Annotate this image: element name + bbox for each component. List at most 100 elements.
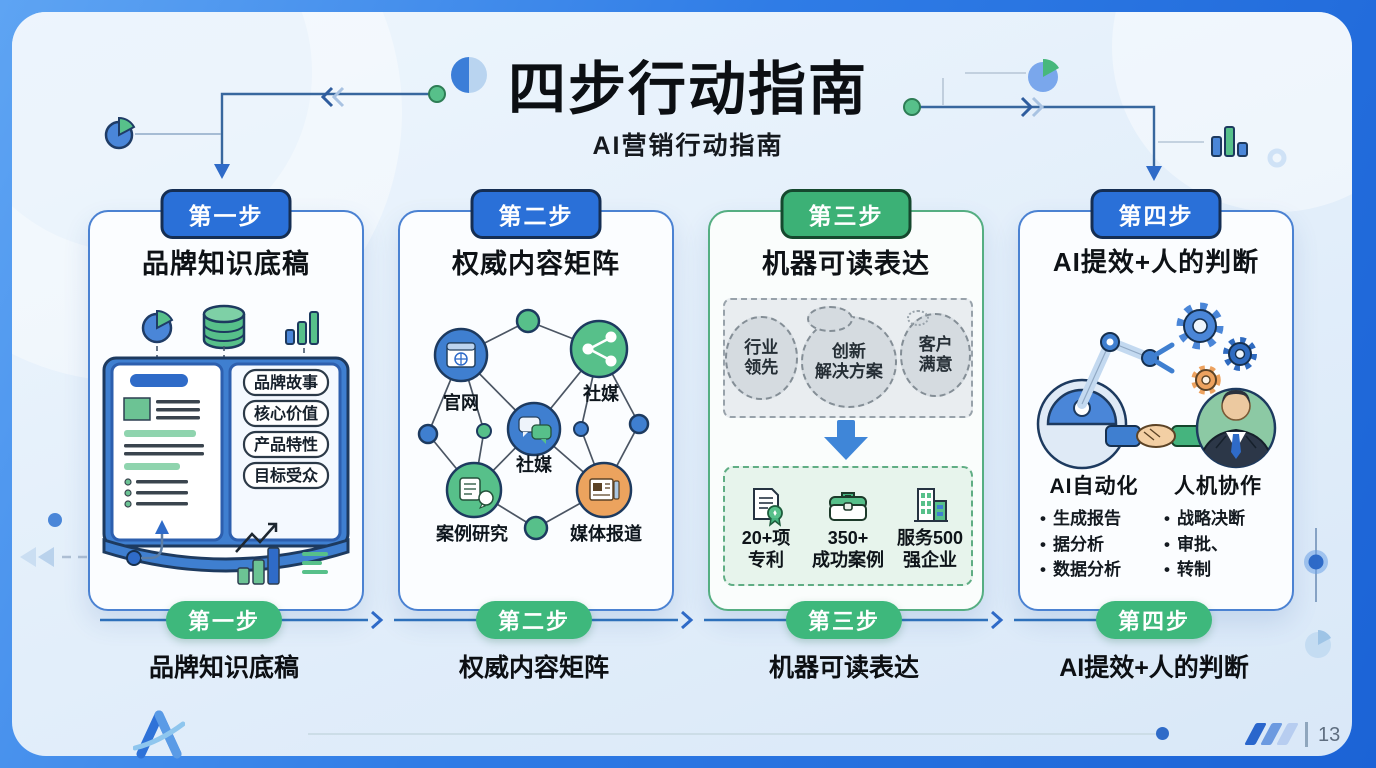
bullet-item: 数据分析 <box>1036 557 1152 583</box>
buildings-icon <box>914 487 948 522</box>
cloud-puff <box>807 306 853 332</box>
footer-dot <box>1156 727 1169 740</box>
node-label: 社媒 <box>516 454 553 475</box>
cloud-puff <box>907 310 929 326</box>
bullet-item: 据分析 <box>1036 532 1152 558</box>
timeline-step-2-label: 权威内容矩阵 <box>458 654 609 682</box>
node-dot <box>573 421 589 437</box>
timeline-step-3-pill: 第三步 <box>786 601 902 639</box>
stat-line: 成功案例 <box>812 550 884 570</box>
page-title: 四步行动指南 <box>507 57 868 122</box>
bar-chart-icon <box>285 311 319 345</box>
claim-cloud: 行业 领先 <box>725 316 798 400</box>
card-title: AI提效+人的判断 <box>1052 247 1260 277</box>
page-subtitle: AI营销行动指南 <box>592 132 784 160</box>
bullet-item: 转制 <box>1160 557 1276 583</box>
timeline-step-4-label: AI提效+人的判断 <box>1059 654 1249 682</box>
bullet-item: 战略决断 <box>1160 506 1276 532</box>
handshake-icon <box>1105 424 1207 448</box>
stat-line: 专利 <box>748 550 784 570</box>
stat-line: 服务500 <box>896 527 964 548</box>
businessman-avatar <box>1195 387 1277 469</box>
node-label: 媒体报道 <box>570 523 642 544</box>
book-label: 产品特性 <box>254 435 318 454</box>
cloud-text: 行业 <box>744 337 779 357</box>
cloud-text: 满意 <box>918 355 953 374</box>
brand-logo <box>133 710 185 759</box>
step-badge: 第二步 <box>470 189 602 239</box>
claim-cloud: 客户 满意 <box>900 313 971 397</box>
measurable-facts-box: 20+项 专利 350+ 成功案例 <box>723 466 973 586</box>
stat-item: 服务500 强企业 <box>889 468 971 584</box>
pie-chart-icon <box>141 309 174 344</box>
gear-icon <box>1176 302 1224 350</box>
human-column: 人机协作 战略决断 审批、 转制 <box>1160 470 1276 583</box>
column-heading: 人机协作 <box>1174 475 1262 498</box>
brand-knowledge-illustration: 品牌故事 核心价值 产品特性 目标受众 <box>102 304 350 585</box>
book-label: 核心价值 <box>254 404 318 423</box>
book-label: 品牌故事 <box>254 373 318 392</box>
briefcase-icon <box>829 491 867 521</box>
card-title: 权威内容矩阵 <box>452 249 620 279</box>
node-dot <box>476 423 492 439</box>
page-number: 13 <box>1318 724 1341 746</box>
ai-human-illustration <box>1036 302 1277 470</box>
open-book-illustration: 品牌故事 核心价值 产品特性 目标受众 <box>102 356 350 573</box>
cloud-text: 领先 <box>744 358 779 377</box>
gear-icon <box>1191 365 1221 395</box>
cloud-text: 解决方案 <box>814 362 883 381</box>
step-card-4: 第四步 AI提效+人的判断 <box>1018 189 1294 611</box>
node-dot <box>515 308 541 334</box>
media-report-node <box>575 461 633 519</box>
list-icon <box>302 552 328 574</box>
node-dot <box>523 515 549 541</box>
robot-arm-icon <box>1036 332 1175 470</box>
node-dot <box>417 423 439 445</box>
cloud-text: 客户 <box>918 334 953 354</box>
footer-vertical-divider <box>1305 722 1308 747</box>
timeline-step-4-pill: 第四步 <box>1096 601 1212 639</box>
card-title: 机器可读表达 <box>762 249 930 279</box>
node-label: 案例研究 <box>435 523 508 544</box>
stat-line: 20+项 <box>741 527 791 548</box>
ai-human-columns: AI自动化 生成报告 据分析 数据分析 人机协作 战略决断 审批、 转制 <box>1020 470 1292 583</box>
step-card-1: 第一步 品牌知识底稿 <box>88 189 364 611</box>
step-badge: 第一步 <box>160 189 292 239</box>
gear-icon <box>1223 337 1257 371</box>
case-study-node <box>445 461 503 519</box>
timeline-step-2-pill: 第二步 <box>476 601 592 639</box>
bullet-item: 生成报告 <box>1036 506 1152 532</box>
step-badge: 第四步 <box>1090 189 1222 239</box>
card-title: 品牌知识底稿 <box>142 249 310 279</box>
footer-divider-line <box>308 733 1160 735</box>
down-arrow-icon <box>824 420 868 460</box>
website-node <box>433 327 489 383</box>
node-label: 社媒 <box>583 383 620 404</box>
step-card-2: 第二步 权威内容矩阵 <box>398 189 674 611</box>
vague-claims-box: 行业 领先 创新 解决方案 客户 满意 <box>723 298 973 418</box>
step-badge: 第三步 <box>780 189 912 239</box>
node-dot <box>628 413 650 435</box>
bullet-item: 审批、 <box>1160 532 1276 558</box>
slashes-logo <box>1244 723 1299 745</box>
timeline-step-3-label: 机器可读表达 <box>768 654 919 682</box>
social-share-node <box>569 319 629 379</box>
stat-line: 350+ <box>827 527 869 548</box>
claim-cloud: 创新 解决方案 <box>800 316 898 408</box>
social-chat-node <box>506 401 562 457</box>
patent-certificate-icon <box>753 487 783 527</box>
content-matrix-network: 官网 社媒 社媒 案例研究 媒体报道 <box>417 308 650 544</box>
book-label-pills: 品牌故事 核心价值 产品特性 目标受众 <box>242 368 330 490</box>
column-heading: AI自动化 <box>1049 475 1139 498</box>
timeline-step-1-pill: 第一步 <box>166 601 282 639</box>
step-card-3: 第三步 机器可读表达 行业 领先 创新 解决方案 客户 满意 <box>708 189 984 611</box>
growth-chart-icon <box>235 522 280 585</box>
book-label: 目标受众 <box>254 466 319 485</box>
database-icon <box>202 304 246 350</box>
node-label: 官网 <box>443 392 479 413</box>
timeline-step-1-label: 品牌知识底稿 <box>148 654 299 682</box>
curved-arrow-icon <box>126 520 169 566</box>
stat-item: 20+项 专利 <box>725 468 807 584</box>
stat-item: 350+ 成功案例 <box>807 468 889 584</box>
